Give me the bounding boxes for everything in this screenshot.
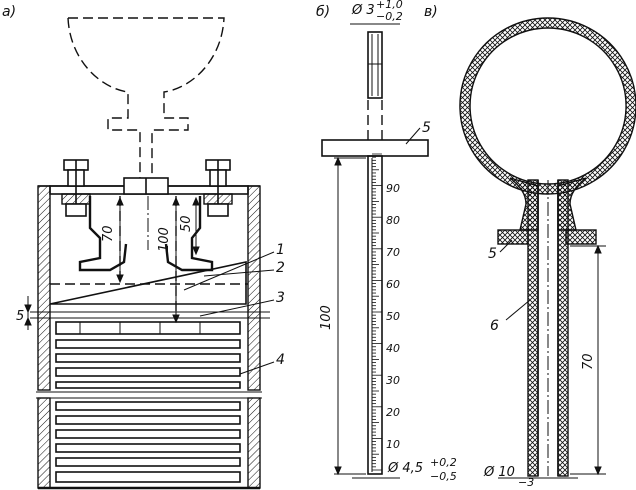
- right-wall: [247, 185, 261, 391]
- tube-top: [367, 31, 383, 99]
- scale-label-40: 40: [386, 342, 400, 355]
- scale-label-60: 60: [386, 278, 400, 291]
- bottom-diameter-c-label: Ø 10: [483, 465, 515, 480]
- callout-2: 2: [276, 260, 285, 276]
- dim-70-c-label: 70: [581, 353, 596, 370]
- panel-label-b: б): [316, 4, 330, 20]
- top-diameter-label: Ø 3: [351, 3, 375, 18]
- stem-left-wall: [527, 179, 539, 477]
- dim-70-label: 70: [101, 225, 116, 242]
- scale-ticks: [372, 153, 382, 471]
- scale-label-70: 70: [386, 246, 400, 259]
- dim-100-label: 100: [157, 227, 172, 252]
- scale-label-50: 50: [386, 310, 400, 323]
- right-wall-lower: [247, 397, 261, 489]
- panel-b: б) Ø 3 +1,0 −0,2 5 90 80 70 60 50 40 30: [316, 0, 457, 483]
- dim-50-label: 50: [179, 215, 194, 232]
- dim-100-b: 100: [319, 156, 366, 476]
- callout-6: 6: [490, 318, 499, 334]
- scale-label-90: 90: [386, 182, 400, 195]
- bottom-diameter-tol-lower: −0,5: [430, 470, 457, 483]
- right-bolt: [203, 159, 233, 217]
- dim-70-c: 70: [570, 244, 606, 476]
- dim-5-label: 5: [16, 309, 24, 324]
- scale-labels: 90 80 70 60 50 40 30 20 10: [386, 182, 400, 451]
- panel-label-a: а): [2, 4, 16, 20]
- stack-layers: [55, 321, 241, 483]
- top-diameter-tol-lower: −0,2: [376, 10, 403, 23]
- callout-3: 3: [276, 290, 285, 306]
- funnel-outline: [67, 17, 225, 182]
- dim-5: 5: [16, 296, 32, 330]
- callout-leaders-a: 1 2 3 4: [183, 242, 285, 375]
- left-bolt: [61, 159, 91, 217]
- panel-label-c: в): [424, 4, 438, 20]
- scale-label-30: 30: [386, 374, 400, 387]
- panel-a: а): [2, 4, 285, 490]
- sample-cone: [49, 261, 247, 305]
- stem-right-wall: [557, 179, 569, 477]
- graduated-tube: [367, 155, 383, 475]
- callout-5-b: 5: [422, 120, 431, 136]
- dim-100: 100: [157, 196, 180, 324]
- scale-label-80: 80: [386, 214, 400, 227]
- top-diameter-tol-upper: +1,0: [376, 0, 403, 11]
- collar-right: [565, 229, 597, 245]
- left-wall: [37, 185, 51, 391]
- callout-4: 4: [276, 352, 285, 368]
- panel-c: в) 5 6 70 Ø 10 −3: [424, 4, 636, 489]
- dim-70: 70: [101, 196, 124, 284]
- callout-1: 1: [276, 242, 285, 258]
- bulb-shell: [459, 17, 636, 195]
- dim-50: 50: [179, 196, 200, 256]
- bottom-diameter-c-tol: −3: [518, 476, 534, 489]
- scale-label-10: 10: [386, 438, 400, 451]
- scale-label-20: 20: [386, 406, 400, 419]
- left-wall-lower: [37, 397, 51, 489]
- callout-5-c: 5: [488, 246, 497, 262]
- bottom-diameter-tol-upper: +0,2: [430, 456, 457, 469]
- holder-body: [78, 196, 214, 272]
- collar-left: [497, 229, 529, 245]
- bottom-diameter-label: Ø 4,5: [387, 461, 423, 476]
- dim-100-b-label: 100: [319, 305, 334, 330]
